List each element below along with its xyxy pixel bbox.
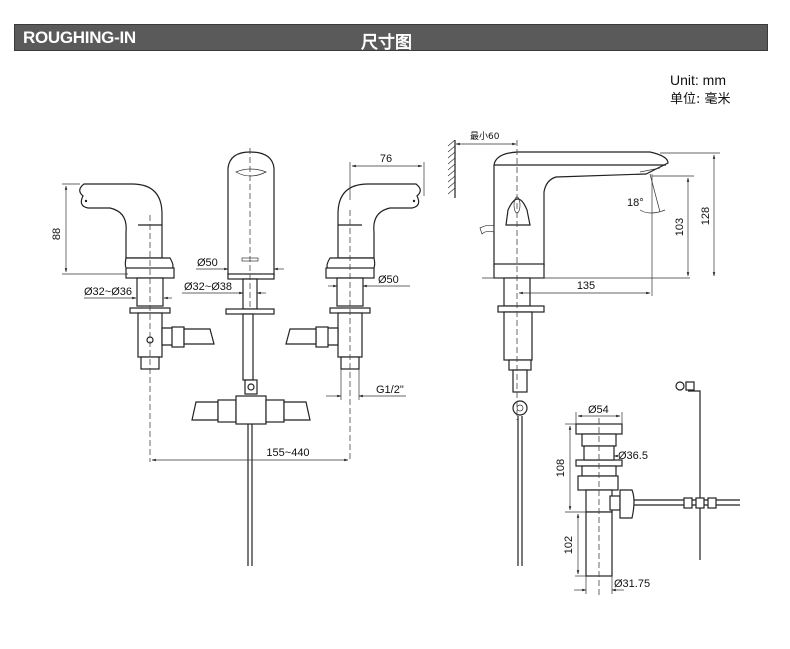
dim-drain-pipe-dia: Ø31.75 <box>574 576 650 594</box>
dim-spread: 155~440 <box>151 447 349 462</box>
dim-label-76: 76 <box>380 153 392 165</box>
dim-label-103: 103 <box>674 218 686 236</box>
dim-right-reach: 76 <box>349 153 425 200</box>
dim-label-right-base: Ø50 <box>378 274 399 286</box>
dim-label-102: 102 <box>563 536 575 554</box>
header-title-chinese: 尺寸图 <box>361 33 412 53</box>
center-spout <box>191 148 311 566</box>
dim-drain-upper-height: 108 <box>555 423 586 513</box>
dim-label-angle: 18° <box>627 197 644 209</box>
dim-spout-reach: 135 <box>518 280 651 295</box>
dim-wall-clearance: 最小60 <box>455 131 517 146</box>
dim-label-drain-pipe: Ø31.75 <box>614 578 650 590</box>
dim-label-wall: 最小60 <box>470 131 500 142</box>
dim-spout-height: 103 <box>651 174 694 296</box>
header-title-english: ROUGHING-IN <box>23 28 136 47</box>
dim-left-height: 88 <box>51 183 128 275</box>
dim-label-spread: 155~440 <box>266 447 309 459</box>
drain-linkage-rod <box>675 381 717 560</box>
left-handle-valve <box>79 183 215 462</box>
dim-label-135: 135 <box>577 280 595 292</box>
unit-legend: Unit: mm 单位: 毫米 <box>670 70 731 110</box>
dim-spout-dia: Ø50 <box>196 257 284 271</box>
dim-label-spout-dia: Ø50 <box>197 257 218 269</box>
side-faucet-body <box>479 140 690 566</box>
pop-up-drain <box>575 418 740 596</box>
dim-total-height: 128 <box>660 152 720 277</box>
dim-label-128: 128 <box>700 207 712 225</box>
dim-thread: G1/2" <box>326 369 406 400</box>
dim-right-base-dia: Ø50 <box>328 274 410 288</box>
unit-english: Unit: mm <box>670 72 726 88</box>
section-header-bar: ROUGHING-IN 尺寸图 <box>14 24 768 53</box>
dim-label-108: 108 <box>555 459 567 477</box>
dim-label-thread: G1/2" <box>376 384 404 396</box>
dim-spout-hole-dia: Ø32~Ø38 <box>182 281 266 295</box>
dim-label-88: 88 <box>51 228 63 240</box>
dim-label-left-base: Ø32~Ø36 <box>84 286 132 298</box>
dim-drain-flange-dia: Ø36.5 <box>613 450 648 462</box>
right-handle-valve <box>285 183 421 462</box>
dim-left-base-dia: Ø32~Ø36 <box>84 286 172 300</box>
dim-drain-top-dia: Ø54 <box>575 404 623 424</box>
dim-label-drain-top: Ø54 <box>588 404 609 416</box>
unit-chinese: 单位: 毫米 <box>670 92 731 107</box>
dim-label-drain-flange: Ø36.5 <box>618 450 648 462</box>
dim-label-spout-hole: Ø32~Ø38 <box>184 281 232 293</box>
dim-drain-lower-height: 102 <box>563 513 586 577</box>
wall-hatch <box>447 139 456 198</box>
dim-angle: 18° <box>627 173 666 214</box>
